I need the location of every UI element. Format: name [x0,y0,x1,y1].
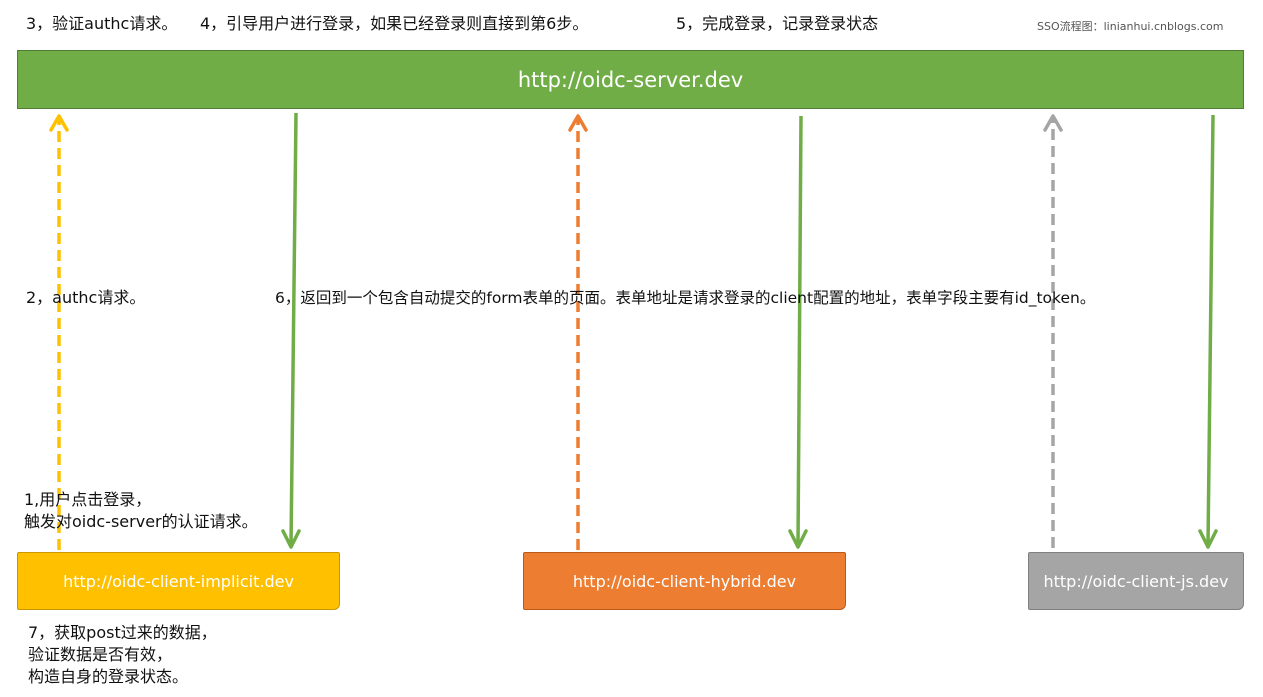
step4-label: 4，引导用户进行登录，如果已经登录则直接到第6步。 [200,14,589,33]
step2-label: 2，authc请求。 [26,288,146,307]
js-request-arrow [1043,114,1063,548]
oidc-client-implicit-url: http://oidc-client-implicit.dev [63,571,294,591]
implicit-response-arrow [281,112,301,549]
oidc-client-js-box: http://oidc-client-js.dev [1028,552,1244,610]
oidc-client-hybrid-box: http://oidc-client-hybrid.dev [523,552,846,610]
hybrid-request-arrow [568,114,588,550]
step5-label: 5，完成登录，记录登录状态 [676,14,879,33]
step1-line1: 1,用户点击登录， [24,490,152,509]
step1-label: 1,用户点击登录， 触发对oidc-server的认证请求。 [24,489,258,533]
step3-label: 3，验证authc请求。 [26,14,178,33]
oidc-client-hybrid-url: http://oidc-client-hybrid.dev [572,571,797,591]
step7-line1: 7，获取post过来的数据， [28,623,217,642]
step7-line2: 验证数据是否有效， [28,645,173,664]
oidc-client-js-url: http://oidc-client-js.dev [1043,571,1229,591]
implicit-request-arrow [49,114,69,550]
step6-label: 6，返回到一个包含自动提交的form表单的页面。表单地址是请求登录的client… [275,289,1096,307]
step7-line3: 构造自身的登录状态。 [28,667,189,686]
js-response-arrow [1198,114,1218,549]
step7-label: 7，获取post过来的数据， 验证数据是否有效， 构造自身的登录状态。 [28,622,217,688]
watermark: SSO流程图：linianhui.cnblogs.com [1037,20,1224,33]
oidc-server-url: http://oidc-server.dev [517,67,744,92]
oidc-server-box: http://oidc-server.dev [17,50,1244,109]
step1-line2: 触发对oidc-server的认证请求。 [24,512,258,531]
oidc-client-implicit-box: http://oidc-client-implicit.dev [17,552,340,610]
hybrid-response-arrow [788,115,808,549]
